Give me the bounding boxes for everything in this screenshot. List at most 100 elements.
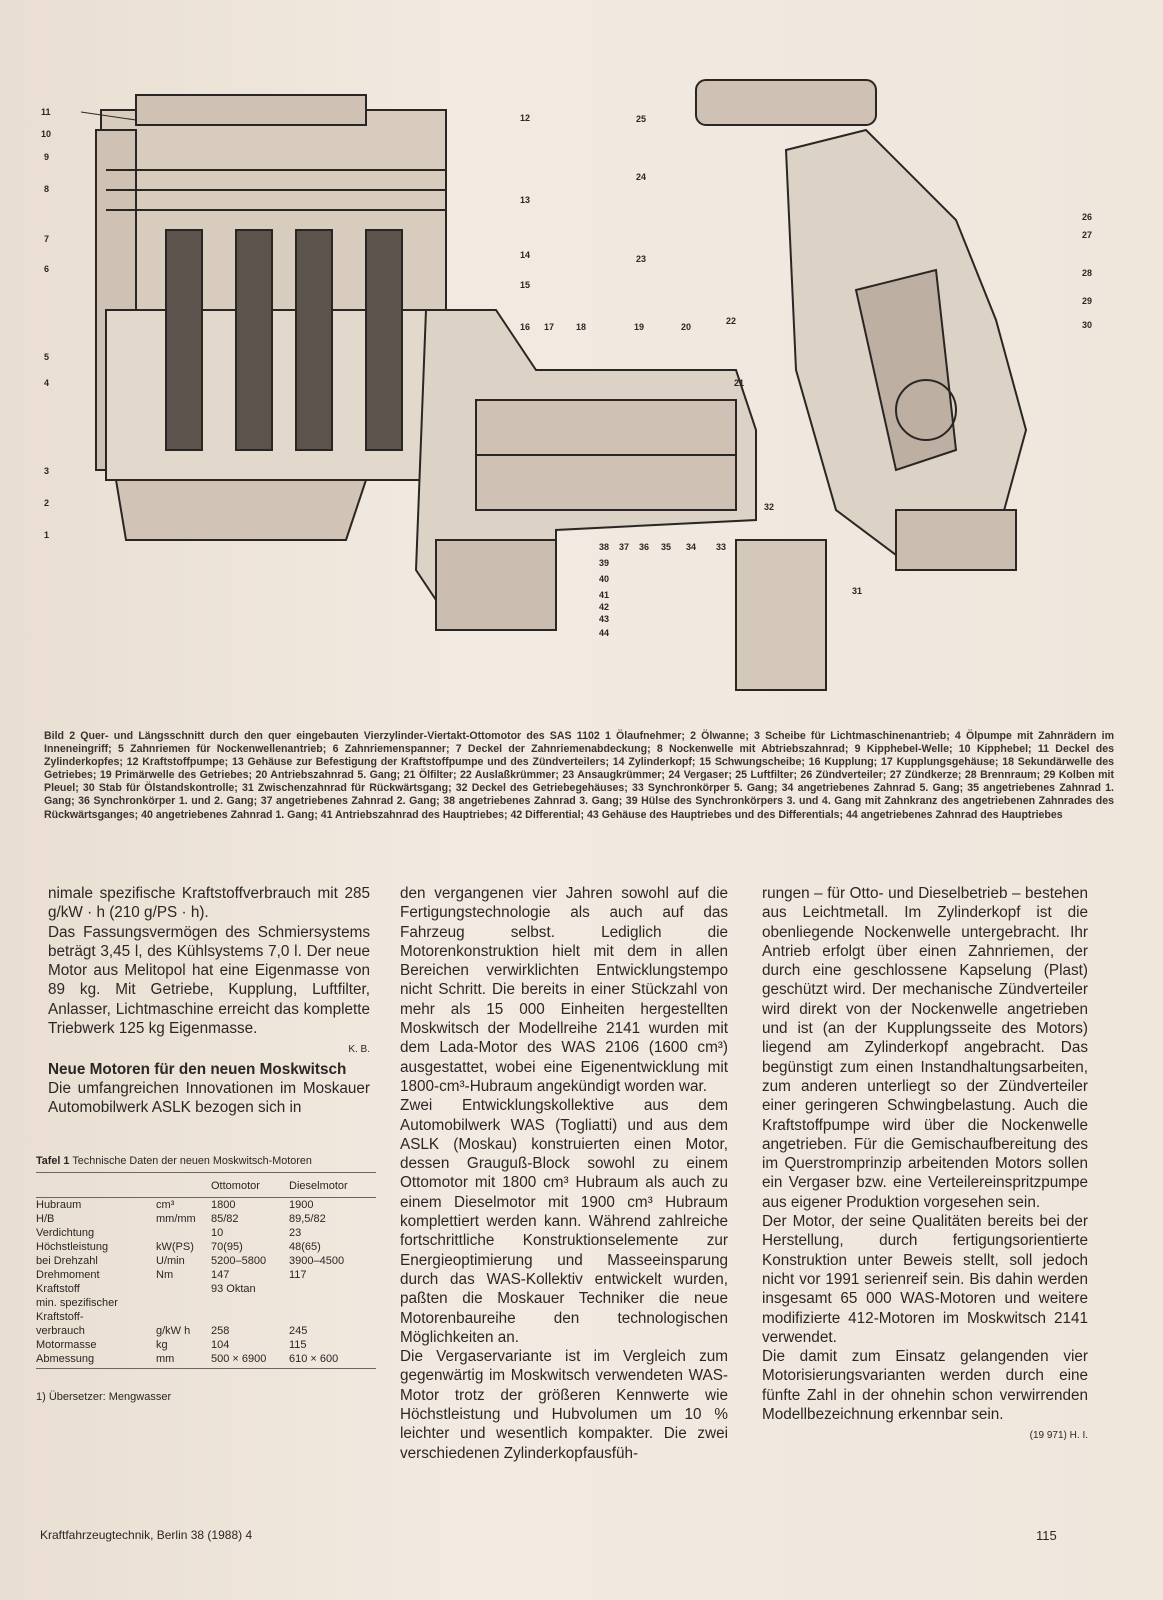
- table-cell: 245: [289, 1325, 308, 1337]
- callout-9: 9: [44, 152, 49, 162]
- col3-paragraph-1: rungen – für Otto- und Dieselbetrieb – b…: [762, 885, 1088, 1211]
- table-header-otto: Ottomotor: [211, 1173, 289, 1198]
- table-cell: 147: [211, 1269, 230, 1281]
- callout-32: 32: [764, 502, 774, 512]
- table-cell: [289, 1296, 376, 1310]
- table-cell: [289, 1282, 376, 1296]
- callout-7: 7: [44, 234, 49, 244]
- table-cell: 115: [289, 1339, 307, 1351]
- callout-39: 39: [599, 558, 609, 568]
- table-cell: 610 × 600: [289, 1353, 339, 1365]
- column-2: den vergangenen vier Jahren sowohl auf d…: [400, 884, 728, 1463]
- callout-4: 4: [44, 378, 49, 388]
- page-number: 115: [1036, 1528, 1057, 1543]
- table-header-diesel: Dieselmotor: [289, 1173, 376, 1198]
- table-cell: 1900: [289, 1199, 314, 1211]
- callout-31: 31: [852, 586, 862, 596]
- callout-10: 10: [41, 129, 51, 139]
- table-cell: 3900–4500: [289, 1255, 345, 1267]
- callout-40: 40: [599, 574, 609, 584]
- callout-1: 1: [44, 530, 49, 540]
- table-footnote: 1) Übersetzer: Mengwasser: [36, 1391, 172, 1403]
- table-label: Tafel 1: [36, 1155, 70, 1167]
- table-cell: U/min: [156, 1255, 185, 1267]
- table-header-row: Ottomotor Dieselmotor: [36, 1173, 376, 1198]
- table-cell: 48(65): [289, 1241, 321, 1253]
- table-cell: mm/mm: [156, 1213, 196, 1225]
- callout-11: 11: [41, 107, 51, 117]
- callout-3: 3: [44, 466, 49, 476]
- column-3: rungen – für Otto- und Dieselbetrieb – b…: [762, 884, 1088, 1446]
- col1-paragraph-3: Die umfangreichen Innovationen im Moskau…: [48, 1079, 370, 1117]
- callout-17: 17: [544, 322, 554, 332]
- callout-28: 28: [1082, 268, 1092, 278]
- table-cell: [289, 1310, 376, 1324]
- col1-signature: K. B.: [348, 1044, 370, 1056]
- col1-paragraph-2: Das Fassungsvermögen des Schmiersystems …: [48, 923, 370, 1038]
- table-cell: 23: [289, 1227, 302, 1239]
- callout-19: 19: [634, 322, 644, 332]
- callout-16: 16: [520, 322, 530, 332]
- table-cell: Hubraum: [36, 1199, 82, 1211]
- section-heading: Neue Motoren für den neuen Moskwitsch: [48, 1060, 347, 1078]
- table-caption: Technische Daten der neuen Moskwitsch-Mo…: [72, 1155, 312, 1167]
- table-cell: [156, 1296, 211, 1310]
- table-cell: 89,5/82: [289, 1213, 326, 1225]
- callout-29: 29: [1082, 296, 1092, 306]
- table-cell: mm: [156, 1353, 175, 1365]
- table-cell: Verdichtung: [36, 1227, 95, 1239]
- callout-33: 33: [716, 542, 726, 552]
- col3-signature: (19 971) H. I.: [1029, 1430, 1088, 1442]
- callout-34: 34: [686, 542, 696, 552]
- callout-22: 22: [726, 316, 736, 326]
- callout-14: 14: [520, 250, 530, 260]
- callout-42: 42: [599, 602, 609, 612]
- figure-caption: Bild 2 Quer- und Längsschnitt durch den …: [44, 730, 1114, 822]
- table-cell: bei Drehzahl: [36, 1255, 98, 1267]
- callout-35: 35: [661, 542, 671, 552]
- col2-paragraph-3: Die Vergaservariante ist im Vergleich zu…: [400, 1348, 728, 1462]
- table-cell: min. spezifischer: [36, 1297, 118, 1309]
- table-cell: cm³: [156, 1199, 175, 1211]
- table-cell: Höchstleistung: [36, 1241, 109, 1253]
- col1-paragraph-1: nimale spezifische Kraftstoffverbrauch m…: [48, 885, 370, 922]
- table-row: Kraftstoff 93 Oktan: [36, 1282, 376, 1296]
- table-cell: Abmessung: [36, 1353, 95, 1365]
- col3-paragraph-2: Der Motor, der seine Qualitäten bereits …: [762, 1213, 1088, 1346]
- callout-13: 13: [520, 195, 530, 205]
- table-cell: Motormasse: [36, 1339, 97, 1351]
- callout-44: 44: [599, 628, 609, 638]
- callout-2: 2: [44, 498, 49, 508]
- callout-27: 27: [1082, 230, 1092, 240]
- callout-20: 20: [681, 322, 691, 332]
- callout-24: 24: [636, 172, 646, 182]
- col3-paragraph-3: Die damit zum Einsatz gelangenden vier M…: [762, 1348, 1088, 1424]
- table-cell: kW(PS): [156, 1241, 194, 1253]
- table-cell: 93 Oktan: [211, 1283, 256, 1295]
- col2-paragraph-2: Zwei Entwicklungskollektive aus dem Auto…: [400, 1097, 728, 1346]
- table-cell: Kraftstoff: [36, 1283, 80, 1295]
- callout-37: 37: [619, 542, 629, 552]
- table-cell: verbrauch: [36, 1325, 85, 1337]
- callout-26: 26: [1082, 212, 1092, 222]
- callout-18: 18: [576, 322, 586, 332]
- callout-25: 25: [636, 114, 646, 124]
- callout-21: 21: [734, 378, 744, 388]
- table-cell: [211, 1310, 289, 1324]
- figure-label: Bild 2: [44, 730, 76, 742]
- tech-data-table: Tafel 1 Technische Daten der neuen Moskw…: [36, 1155, 376, 1403]
- callout-8: 8: [44, 184, 49, 194]
- table-cell: 500 × 6900: [211, 1353, 267, 1365]
- callout-5: 5: [44, 352, 49, 362]
- table-cell: 5200–5800: [211, 1255, 267, 1267]
- table-row: bei Drehzahl U/min 5200–5800 3900–4500: [36, 1254, 376, 1268]
- table-cell: 70(95): [211, 1241, 243, 1253]
- figure-caption-text: Quer- und Längsschnitt durch den quer ei…: [44, 730, 1114, 821]
- table-title: Tafel 1 Technische Daten der neuen Moskw…: [36, 1155, 376, 1173]
- callout-43: 43: [599, 614, 609, 624]
